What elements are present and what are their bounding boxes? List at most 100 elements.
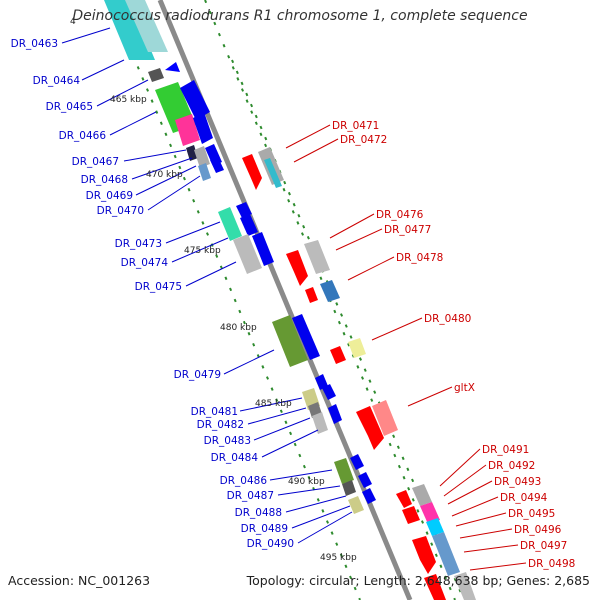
gene-label-dr0480[interactable]: DR_0480 (424, 313, 471, 325)
genome-summary-text: Topology: circular; Length: 2,648,638 bp… (246, 573, 590, 588)
gene-block (348, 338, 366, 358)
gene-label-dr0491[interactable]: DR_0491 (482, 444, 529, 456)
gene-label-dr0476[interactable]: DR_0476 (376, 209, 424, 221)
gene-label-dr0492[interactable]: DR_0492 (488, 460, 535, 472)
gene-block (454, 572, 476, 600)
gene-label-dr0471[interactable]: DR_0471 (332, 120, 379, 132)
gene-block (372, 400, 398, 436)
gene-arrow (315, 374, 328, 390)
gene-label-dr0487[interactable]: DR_0487 (227, 490, 274, 502)
gene-arrow (210, 157, 224, 173)
gene-arrow (328, 404, 342, 424)
gene-label-dr0493[interactable]: DR_0493 (494, 476, 541, 488)
gene-arrow (362, 488, 376, 504)
gene-block (233, 234, 262, 274)
gene-block (334, 458, 354, 484)
gene-label-dr0472[interactable]: DR_0472 (340, 134, 387, 146)
map-title: Deinococcus radiodurans R1 chromosome 1,… (72, 8, 528, 24)
gene-label-dr0481[interactable]: DR_0481 (191, 406, 238, 418)
position-ticks: 4 465 kbp 470 kbp 475 kbp 480 kbp 485 kb… (70, 17, 357, 563)
gene-arrow (350, 454, 364, 470)
gene-arrow (240, 214, 258, 236)
gene-label-dr0479[interactable]: DR_0479 (174, 369, 221, 381)
gene-block (412, 484, 432, 506)
left-gene-features (104, 0, 376, 514)
gene-arrow (236, 202, 252, 218)
right-leader-lines (285, 124, 527, 571)
gene-label-dr0467[interactable]: DR_0467 (72, 156, 119, 168)
gene-label-dr0464[interactable]: DR_0464 (33, 75, 81, 87)
gene-arrow (412, 536, 436, 574)
gene-arrow (356, 406, 384, 450)
tick-465-kbp: 465 kbp (110, 95, 147, 105)
gene-arrow (292, 314, 320, 360)
tick-495-kbp: 495 kbp (320, 553, 357, 563)
gene-arrow (286, 250, 308, 286)
gene-label-dr0496[interactable]: DR_0496 (514, 524, 562, 536)
gene-label-dr0497[interactable]: DR_0497 (520, 540, 567, 552)
gene-label-dr0486[interactable]: DR_0486 (220, 475, 268, 487)
left-gene-labels: DR_0463 DR_0464 DR_0465 DR_0466 DR_0467 … (11, 38, 294, 550)
gene-block (104, 0, 155, 60)
gene-arrow (180, 80, 210, 120)
gene-label-dr0477[interactable]: DR_0477 (384, 224, 431, 236)
gene-arrow (193, 112, 213, 144)
gene-block (342, 480, 356, 496)
gene-block (432, 532, 460, 576)
tick-475-kbp: 475 kbp (184, 246, 221, 256)
gene-label-dr0468[interactable]: DR_0468 (81, 174, 128, 186)
gene-label-dr0498[interactable]: DR_0498 (528, 558, 575, 570)
gene-label-dr0488[interactable]: DR_0488 (235, 507, 282, 519)
gene-label-dr0489[interactable]: DR_0489 (241, 523, 288, 535)
right-gene-features (242, 147, 476, 600)
gene-label-dr0490[interactable]: DR_0490 (247, 538, 294, 550)
gene-arrow (396, 490, 412, 508)
gene-label-dr0463[interactable]: DR_0463 (11, 38, 58, 50)
gene-label-dr0484[interactable]: DR_0484 (211, 452, 259, 464)
gene-label-dr0478[interactable]: DR_0478 (396, 252, 443, 264)
gene-block (272, 315, 308, 367)
gene-arrow (305, 287, 318, 303)
tick-470-kbp: 470 kbp (146, 170, 183, 180)
tick-490-kbp: 490 kbp (288, 477, 325, 487)
gene-label-dr0475[interactable]: DR_0475 (135, 281, 182, 293)
gene-label-dr0482[interactable]: DR_0482 (197, 419, 244, 431)
gene-label-dr0466[interactable]: DR_0466 (59, 130, 107, 142)
gene-label-dr0473[interactable]: DR_0473 (115, 238, 162, 250)
gene-block (304, 240, 330, 274)
gene-label-dr0465[interactable]: DR_0465 (46, 101, 93, 113)
gene-block (320, 280, 340, 302)
gene-label-dr0483[interactable]: DR_0483 (204, 435, 251, 447)
gene-arrow (358, 472, 372, 488)
gene-label-gltx[interactable]: gltX (454, 382, 475, 394)
gene-block (175, 114, 200, 146)
gene-arrow (322, 384, 336, 400)
gene-block (348, 496, 364, 514)
gene-arrow (242, 154, 262, 190)
gene-block (218, 207, 242, 241)
gene-block (194, 146, 210, 168)
gene-label-dr0494[interactable]: DR_0494 (500, 492, 548, 504)
gene-arrow (402, 506, 420, 524)
gene-block (312, 412, 328, 434)
gene-block (148, 68, 164, 82)
gene-block (420, 502, 440, 524)
gene-block (198, 163, 211, 181)
gene-block (426, 518, 444, 536)
gene-label-dr0495[interactable]: DR_0495 (508, 508, 555, 520)
tick-clipped-fragment: 4 (70, 17, 76, 27)
gene-arrow (165, 62, 180, 72)
gene-arrow (330, 346, 346, 364)
tick-480-kbp: 480 kbp (220, 323, 257, 333)
gene-block (125, 0, 168, 52)
gene-label-dr0474[interactable]: DR_0474 (121, 257, 169, 269)
gene-label-dr0470[interactable]: DR_0470 (97, 205, 144, 217)
tick-485-kbp: 485 kbp (255, 399, 292, 409)
left-leader-lines (61, 27, 353, 544)
gene-arrow (424, 574, 446, 600)
right-gene-labels: DR_0471 DR_0472 DR_0476 DR_0477 DR_0478 … (332, 120, 575, 570)
gene-label-dr0469[interactable]: DR_0469 (86, 190, 133, 202)
gene-arrow (252, 232, 274, 266)
accession-text: Accession: NC_001263 (8, 573, 151, 588)
